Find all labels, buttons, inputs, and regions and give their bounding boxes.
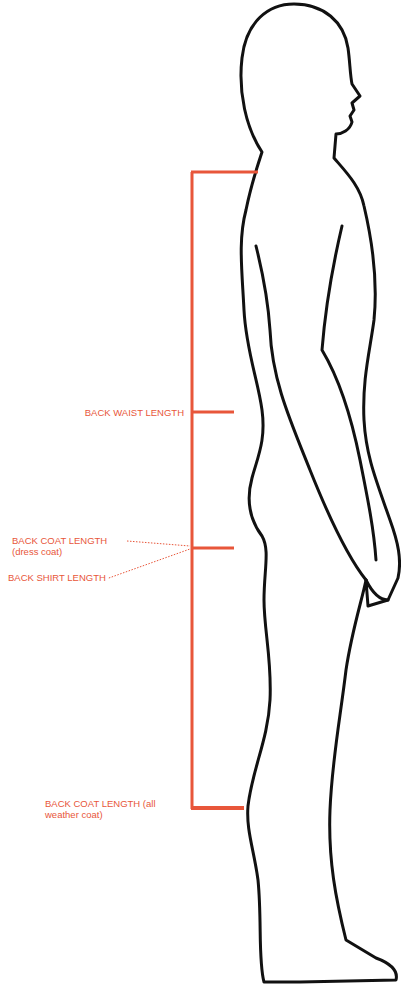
leader-line — [109, 549, 190, 578]
measurement-label: BACK SHIRT LENGTH — [8, 572, 106, 583]
arm-contour — [322, 226, 376, 560]
measurement-label: BACK COAT LENGTH (all weather coat) — [45, 798, 157, 820]
body-silhouette — [241, 4, 400, 982]
arm-back-contour — [256, 246, 366, 580]
measurement-label: BACK COAT LENGTH (dress coat) — [12, 535, 124, 557]
measurement-label: BACK WAIST LENGTH — [85, 407, 184, 418]
hand — [366, 580, 388, 600]
leader-line — [127, 541, 190, 546]
measure-bracket — [191, 172, 258, 809]
